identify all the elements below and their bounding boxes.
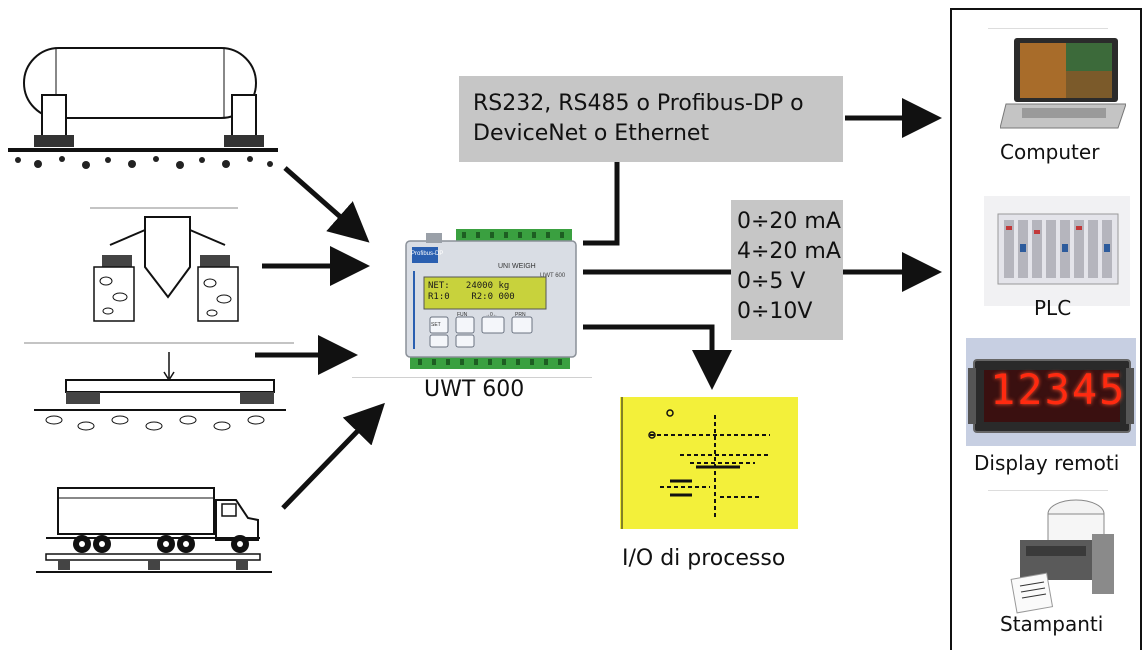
output-label-printer: Stampanti bbox=[1000, 612, 1104, 636]
device-model: UWT 600 bbox=[540, 273, 566, 279]
device-badge: Profibus-DP bbox=[411, 251, 444, 257]
device-separator bbox=[352, 377, 592, 378]
truck-scale-illustration bbox=[36, 487, 272, 573]
analog-output-0-10v: 0÷10V bbox=[737, 299, 813, 324]
device-lcd-line-2: R1:0 R2:0 000 bbox=[428, 292, 515, 302]
plc-image bbox=[984, 196, 1130, 306]
io-schematic-image bbox=[620, 397, 798, 529]
arrow-device-to-io bbox=[583, 324, 732, 390]
arrow-tank-to-device bbox=[283, 166, 370, 243]
panel-divider-top bbox=[988, 28, 1108, 29]
output-label-display: Display remoti bbox=[974, 451, 1120, 475]
remote-display-image bbox=[966, 338, 1136, 446]
arrow-truck-to-device bbox=[281, 402, 385, 510]
device-key-fun: FUN bbox=[457, 312, 468, 318]
bus-protocol-line-2: DeviceNet o Ethernet bbox=[473, 121, 710, 146]
output-label-computer: Computer bbox=[1000, 140, 1100, 164]
line-device-to-bus bbox=[583, 162, 620, 246]
device-label: UWT 600 bbox=[424, 377, 525, 402]
bus-protocol-line-1: RS232, RS485 o Profibus-DP o bbox=[473, 91, 804, 116]
device-key-zero: →0← bbox=[485, 312, 498, 318]
output-label-plc: PLC bbox=[1034, 296, 1072, 320]
uwt600-device bbox=[405, 229, 577, 369]
laptop-image bbox=[1000, 38, 1126, 129]
hopper-scale-illustration bbox=[90, 207, 239, 322]
device-key-prn: PRN bbox=[515, 312, 526, 318]
io-label: I/O di processo bbox=[622, 546, 786, 571]
analog-output-box: 0÷20 mA 4÷20 mA 0÷5 V 0÷10V bbox=[731, 200, 843, 340]
device-lcd-line-1: NET: 24000 kg bbox=[428, 281, 510, 291]
device-key-set: SET bbox=[431, 322, 441, 328]
platform-scale-illustration bbox=[24, 342, 294, 431]
remote-display-digits: 12345 bbox=[990, 365, 1127, 414]
tank-scale-illustration bbox=[8, 47, 278, 169]
analog-output-0-20ma: 0÷20 mA bbox=[737, 209, 841, 234]
panel-divider-printer bbox=[988, 490, 1108, 491]
analog-output-4-20ma: 4÷20 mA bbox=[737, 239, 841, 264]
bus-protocol-box: RS232, RS485 o Profibus-DP o DeviceNet o… bbox=[459, 76, 843, 162]
printer-image bbox=[1010, 499, 1114, 614]
analog-output-0-5v: 0÷5 V bbox=[737, 269, 806, 294]
device-brand: UNI WEIGH bbox=[498, 263, 536, 270]
